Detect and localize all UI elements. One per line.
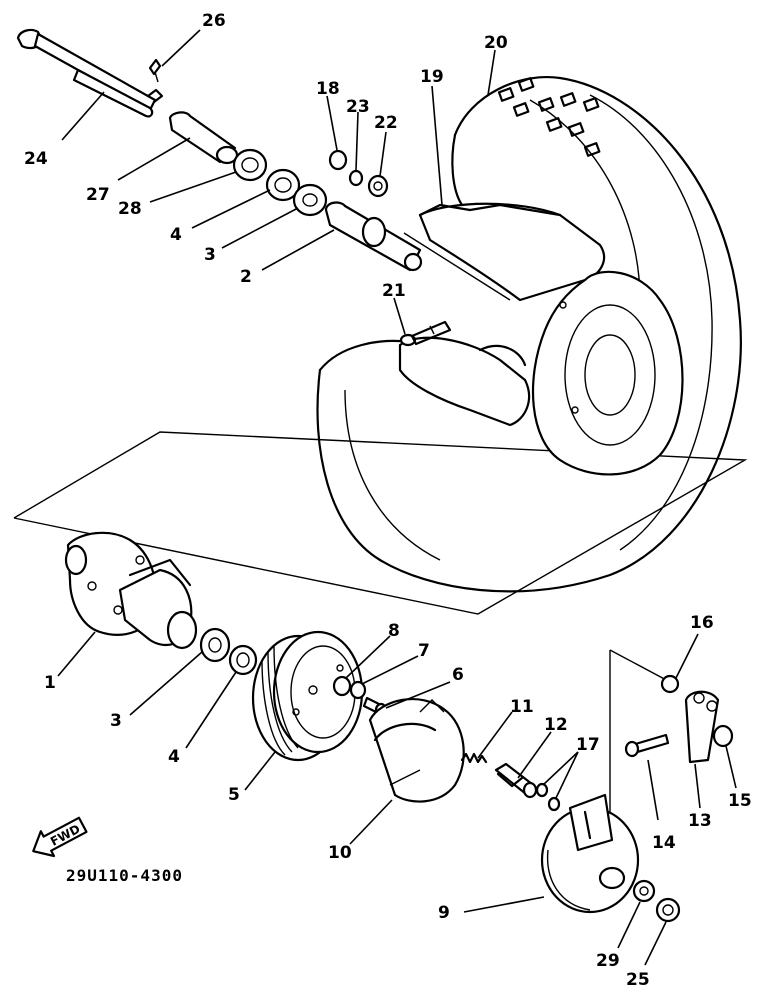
valve [399, 320, 452, 347]
assembly-lines [13, 232, 748, 830]
diagram-code: 29U110-4300 [66, 866, 183, 885]
seal-17b [547, 796, 561, 812]
collar-2 [324, 201, 423, 272]
nut-15 [712, 724, 734, 748]
callout-27: 27 [86, 185, 110, 205]
washer-8 [332, 675, 352, 697]
washer-22 [367, 174, 389, 198]
callout-20: 20 [484, 33, 508, 53]
callout-11: 11 [510, 697, 534, 717]
bearing-4-lower [228, 644, 258, 676]
callout-16: 16 [690, 613, 714, 633]
bearing-28 [232, 148, 268, 182]
cotter-pin [148, 58, 162, 83]
spring-11 [460, 752, 488, 764]
callout-14: 14 [652, 833, 676, 853]
callout-3-top: 3 [204, 245, 216, 265]
callouts: 26 20 19 18 23 22 24 27 28 4 3 2 21 1 3 … [24, 11, 752, 990]
brake-drum [251, 630, 364, 762]
callout-13: 13 [688, 811, 712, 831]
callout-28: 28 [118, 199, 142, 219]
washer-23 [348, 169, 364, 187]
bolt-14 [624, 733, 670, 758]
callout-26: 26 [202, 11, 226, 31]
callout-5: 5 [228, 785, 240, 805]
cam-12 [494, 762, 538, 799]
callout-17: 17 [576, 735, 600, 755]
callout-29: 29 [596, 951, 620, 971]
axle [16, 28, 164, 118]
callout-19: 19 [420, 67, 444, 87]
fwd-arrow: FWD [32, 816, 88, 858]
bearing-3-top [292, 183, 328, 217]
bearing-4-top [265, 168, 301, 202]
callout-24: 24 [24, 149, 48, 169]
collar-18 [328, 149, 348, 171]
callout-23: 23 [346, 97, 370, 117]
brake-plate [540, 793, 640, 914]
leader-lines [57, 29, 737, 966]
callout-18: 18 [316, 79, 340, 99]
callout-8: 8 [388, 621, 400, 641]
bearing-3-lower [199, 627, 231, 663]
nut-25 [655, 897, 681, 923]
nut-16 [660, 674, 680, 694]
brake-shoe [368, 698, 465, 803]
callout-3-lower: 3 [110, 711, 122, 731]
hub [64, 531, 198, 650]
washer-29 [632, 879, 656, 903]
callout-2: 2 [240, 267, 252, 287]
callout-1: 1 [44, 673, 56, 693]
callout-9: 9 [438, 903, 450, 923]
lever-13 [684, 690, 720, 764]
tire [316, 75, 742, 593]
callout-10: 10 [328, 843, 352, 863]
callout-21: 21 [382, 281, 406, 301]
seal-17a [535, 782, 549, 798]
callout-4-top: 4 [170, 225, 182, 245]
washer-7 [349, 680, 367, 700]
callout-25: 25 [626, 970, 650, 990]
spacer [168, 111, 239, 165]
callout-15: 15 [728, 791, 752, 811]
callout-22: 22 [374, 113, 398, 133]
callout-7: 7 [418, 641, 430, 661]
callout-12: 12 [544, 715, 568, 735]
callout-4-lower: 4 [168, 747, 180, 767]
callout-6: 6 [452, 665, 464, 685]
tread-blocks [497, 77, 601, 157]
wheel-rim [398, 202, 684, 476]
